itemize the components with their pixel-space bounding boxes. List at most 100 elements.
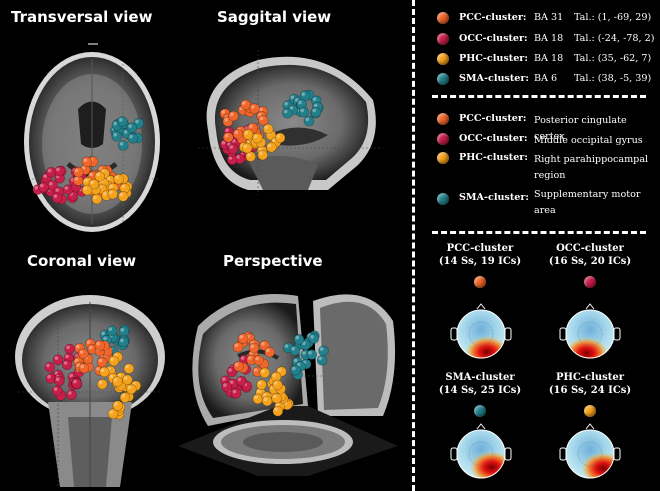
- sphere-highlight: [101, 331, 105, 336]
- sphere-highlight: [83, 158, 88, 162]
- horizontal-divider-1: [432, 95, 646, 98]
- sma-cluster-sphere: [117, 116, 128, 127]
- sphere-highlight: [277, 368, 282, 372]
- pcc-cluster-dot: [437, 113, 449, 125]
- occ-cluster-sphere: [235, 375, 247, 387]
- pcc-cluster-sphere: [240, 99, 251, 111]
- occ-cluster-sphere: [44, 361, 56, 373]
- phc-cluster-sphere: [88, 178, 100, 190]
- sma-cluster-sphere: [300, 339, 311, 351]
- sphere-highlight: [98, 358, 103, 363]
- saggital-brain-image: [198, 50, 383, 195]
- sphere-highlight: [237, 377, 242, 382]
- sphere-highlight: [90, 180, 94, 185]
- sphere-highlight: [68, 391, 72, 395]
- sphere-highlight: [109, 374, 114, 379]
- sphere-highlight: [69, 373, 73, 378]
- sphere-highlight: [310, 335, 314, 339]
- sma-cluster-sphere: [127, 133, 139, 144]
- sma-cluster-sphere: [111, 131, 123, 142]
- phc-cluster-sphere: [113, 173, 124, 185]
- topomap-subject-count: (14 Ss, 19 ICs): [438, 256, 522, 267]
- phc-cluster-sphere: [99, 366, 110, 378]
- horizontal-divider-2: [432, 231, 646, 234]
- phc-cluster-sphere: [245, 151, 256, 162]
- sphere-highlight: [113, 121, 117, 126]
- phc-cluster-sphere: [112, 400, 123, 412]
- sphere-highlight: [236, 155, 240, 159]
- sphere-highlight: [229, 380, 234, 385]
- sma-cluster-sphere: [303, 115, 315, 127]
- sphere-highlight: [109, 190, 113, 195]
- sphere-highlight: [46, 363, 50, 368]
- sma-cluster-dot: [437, 193, 449, 205]
- sphere-highlight: [56, 167, 60, 172]
- sphere-highlight: [295, 335, 300, 340]
- sphere-highlight: [128, 124, 132, 128]
- pcc-cluster-sphere: [232, 341, 244, 353]
- topomap-subject-count: (14 Ss, 25 ICs): [438, 385, 522, 396]
- sphere-highlight: [34, 185, 38, 190]
- phc-cluster-sphere: [117, 191, 129, 202]
- sphere-highlight: [80, 364, 84, 369]
- sphere-highlight: [110, 357, 114, 362]
- topomap-pcc-scalp-map: [450, 303, 512, 359]
- sphere-highlight: [242, 101, 246, 105]
- sphere-highlight: [73, 379, 77, 384]
- sphere-highlight: [301, 92, 306, 96]
- sphere-highlight: [222, 377, 226, 381]
- sphere-highlight: [123, 376, 128, 380]
- sphere-highlight: [300, 108, 305, 113]
- sphere-highlight: [96, 172, 100, 177]
- topomap-occ-dot: [584, 276, 596, 288]
- sphere-highlight: [253, 368, 258, 372]
- sphere-highlight: [257, 389, 261, 393]
- occ-cluster-dot: [437, 133, 449, 145]
- sphere-highlight: [305, 117, 310, 122]
- phc-cluster-dot: [437, 152, 449, 164]
- topomap-pcc-dot: [474, 276, 486, 288]
- sphere-highlight: [232, 389, 237, 394]
- sphere-highlight: [83, 186, 88, 191]
- phc-cluster-sphere: [126, 383, 137, 395]
- pcc-cluster-sphere: [248, 342, 260, 354]
- sphere-highlight: [248, 356, 252, 360]
- cluster-spheres-layer: [32, 89, 329, 420]
- sphere-highlight: [76, 344, 80, 349]
- sma-cluster-sphere: [298, 106, 310, 118]
- saggital-view-title: Saggital view: [217, 8, 332, 26]
- pcc-cluster-sphere: [96, 356, 108, 368]
- sphere-highlight: [115, 175, 119, 180]
- sma-cluster-sphere: [118, 140, 129, 151]
- legend-cluster-name: PCC-cluster:: [459, 113, 527, 124]
- legend-brodmann-area: BA 31: [534, 12, 564, 23]
- topomap-cluster-name: PCC-cluster: [446, 243, 514, 254]
- sphere-highlight: [224, 118, 228, 122]
- sphere-highlight: [224, 133, 229, 138]
- sphere-highlight: [79, 350, 84, 354]
- sphere-highlight: [313, 103, 318, 108]
- topomap-title-pcc: PCC-cluster (14 Ss, 19 ICs): [425, 242, 535, 268]
- sphere-highlight: [109, 410, 114, 414]
- sphere-highlight: [54, 356, 59, 360]
- occ-cluster-sphere: [227, 143, 239, 155]
- sphere-highlight: [272, 138, 277, 143]
- phc-cluster-sphere: [108, 355, 120, 367]
- sma-cluster-sphere: [316, 354, 328, 366]
- phc-cluster-sphere: [112, 376, 123, 387]
- pcc-cluster-sphere: [78, 362, 90, 374]
- sma-cluster-sphere: [126, 122, 138, 134]
- sphere-highlight: [127, 385, 132, 390]
- sphere-highlight: [228, 368, 232, 372]
- phc-cluster-sphere: [272, 379, 283, 391]
- occ-cluster-sphere: [64, 343, 76, 355]
- sphere-highlight: [47, 374, 51, 379]
- sphere-highlight: [258, 147, 263, 151]
- occ-cluster-sphere: [230, 387, 242, 399]
- sphere-highlight: [86, 340, 91, 344]
- sma-cluster-sphere: [318, 345, 329, 357]
- sphere-highlight: [65, 354, 69, 359]
- sphere-highlight: [55, 188, 59, 192]
- occ-cluster-sphere: [61, 359, 73, 371]
- sphere-highlight: [81, 166, 86, 170]
